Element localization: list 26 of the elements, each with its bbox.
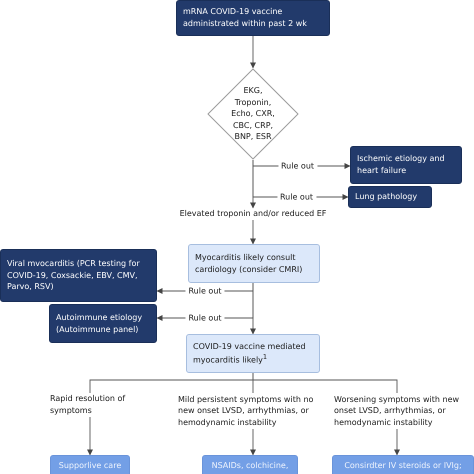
dark-process-box: mRNA COVID-19 vaccine administrated within past 2 wk	[176, 0, 330, 36]
flow-text: Mild persistent symptoms with no new onset LVSD, arrhythmias, or hemodynamic instability	[178, 393, 328, 429]
edge-label: Rule out	[185, 314, 225, 322]
edge-label: Rule out	[276, 192, 316, 202]
treatment-box: Consirdter IV steroids or IVIg;	[332, 455, 474, 474]
treatment-box: Supporlive care	[50, 455, 130, 474]
process-box: COVID-19 vaccine mediated myocarditis likely$^{1}$	[186, 334, 320, 373]
arrow	[250, 220, 256, 244]
process-box: Myocarditis likely consult cardiology (consider CMRI)	[188, 244, 320, 283]
flow-text: Elevated troponin and/or reduced EF	[148, 208, 358, 220]
arrow	[250, 160, 256, 208]
dark-process-box: Viral mvocarditis (PCR testing for COVID-19, Coxsackie, EBV, CMV, Parvo, RSV)	[0, 249, 157, 302]
arrow	[250, 36, 256, 68]
dark-process-box: Lung pathology	[348, 186, 432, 208]
arrow	[394, 428, 400, 456]
decision-diamond: EKG, Troponin, Echo, CXR, CBC, CRP, BNP, ESR	[207, 68, 299, 160]
treatment-box: NSAIDs, colchicine,	[202, 455, 298, 474]
edge-label: Rule out	[278, 162, 318, 170]
arrow	[250, 428, 256, 456]
edge-label: Rule out	[185, 286, 225, 296]
flow-text: Rapid resolution of symptoms	[50, 393, 150, 417]
dark-process-box: Autoimmune etiology (Autoimmune panel)	[49, 304, 157, 343]
arrow	[250, 282, 256, 334]
flow-text: Worsening symptoms with new onset LVSD, arrhythmias, or hemodynamic instability	[334, 393, 468, 429]
dark-process-box: Ischemic etiology and heart failure	[350, 146, 462, 184]
arrow	[87, 416, 93, 456]
